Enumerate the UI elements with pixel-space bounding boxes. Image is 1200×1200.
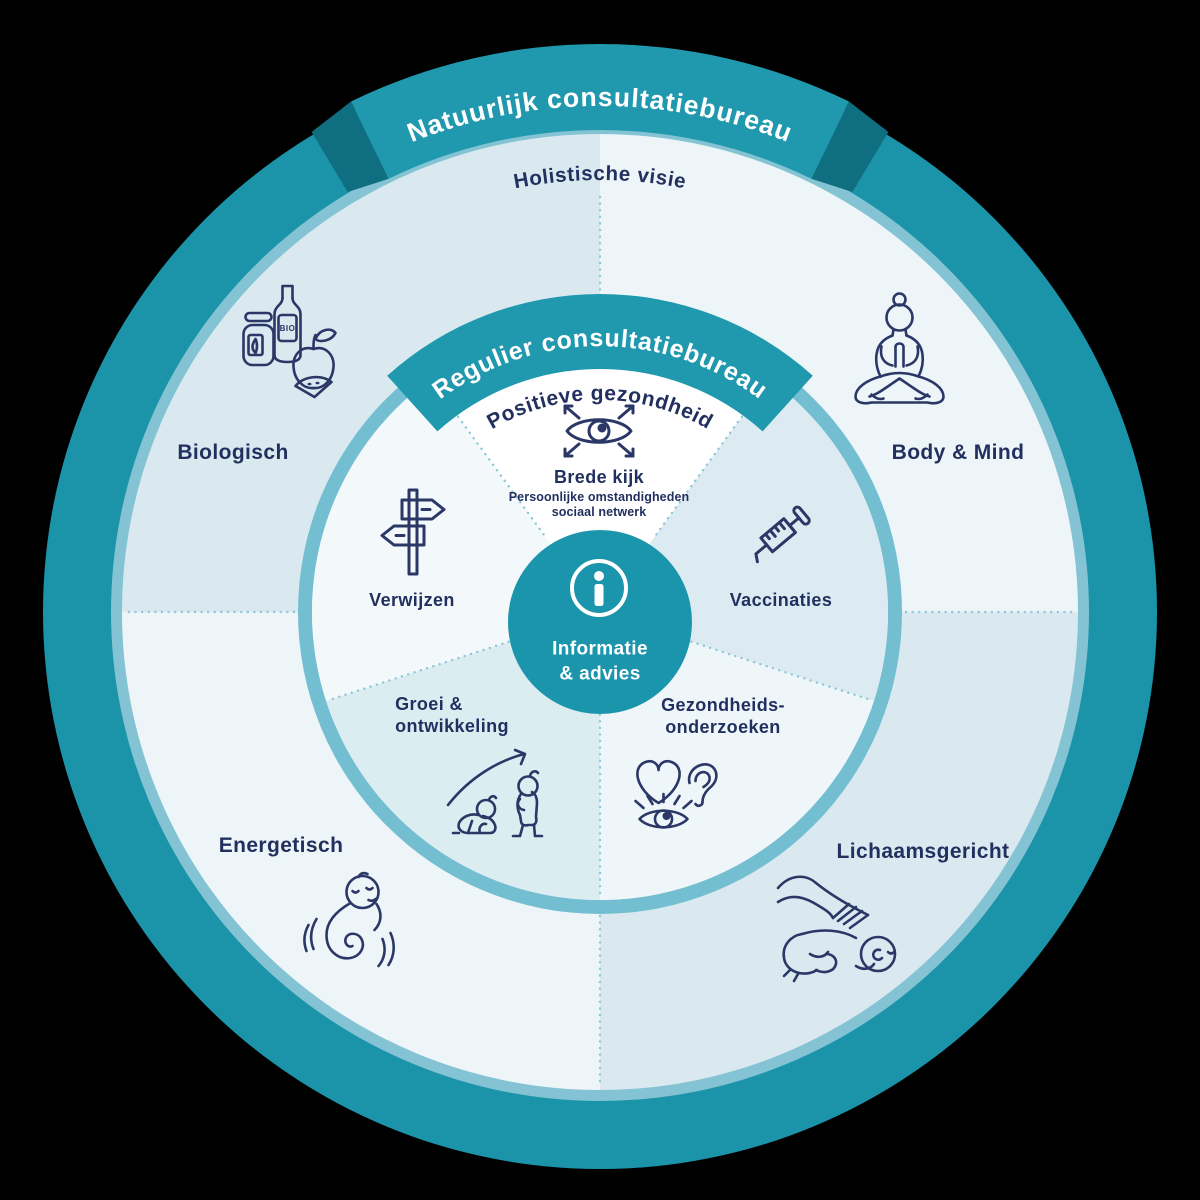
organic-products-icon: BIO xyxy=(230,283,345,413)
gezondheidsonderzoeken-label: Gezondheids- onderzoeken xyxy=(661,695,785,737)
groei-ontwikkeling-label: Groei & ontwikkeling xyxy=(395,694,509,736)
informatie-advies-label: Informatie & advies xyxy=(552,638,648,684)
energetisch-label: Energetisch xyxy=(218,834,344,858)
wedge-groei-ontwikkeling xyxy=(326,612,600,900)
energy-spiral-baby-icon xyxy=(301,867,396,977)
info-icon xyxy=(567,556,631,620)
outer-ribbon-fold-right xyxy=(811,101,889,192)
verwijzen-label: Verwijzen xyxy=(369,590,455,611)
inner-ribbon xyxy=(387,294,813,432)
vaccinaties-label: Vaccinaties xyxy=(729,590,833,611)
heart-ear-eye-icon xyxy=(624,751,729,839)
wedge-brede-kijk xyxy=(430,323,770,612)
wedge-separator-108 xyxy=(690,640,874,702)
brede-kijk-label: Brede kijk xyxy=(553,467,645,488)
wedge-separator-252 xyxy=(326,640,510,702)
syringe-icon xyxy=(742,492,822,572)
center-circle xyxy=(508,530,692,714)
outer-ribbon-fold-left xyxy=(311,101,389,192)
body-mind-label: Body & Mind xyxy=(891,441,1025,465)
lichaamsgericht-label: Lichaamsgericht xyxy=(836,840,1010,864)
signpost-icon xyxy=(374,486,452,578)
bio-label: BIO xyxy=(280,324,296,333)
outer-ribbon xyxy=(351,44,849,179)
broad-view-eye-icon xyxy=(555,400,643,462)
meditation-icon xyxy=(848,291,953,416)
baby-massage-icon xyxy=(770,866,910,986)
brede-kijk-sublabel: Persoonlijke omstandigheden sociaal netw… xyxy=(508,489,690,519)
growing-babies-icon xyxy=(442,741,552,841)
biologisch-label: Biologisch xyxy=(177,441,289,465)
